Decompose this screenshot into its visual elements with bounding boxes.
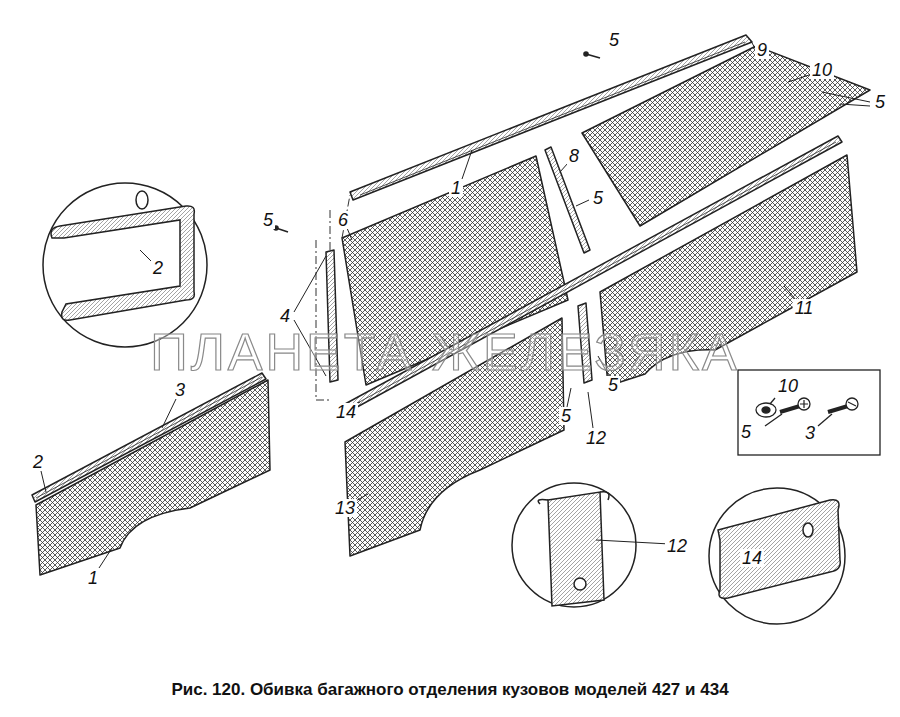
callout-number: 10 bbox=[810, 61, 834, 79]
callout-number: 3 bbox=[803, 424, 817, 442]
callout-number: 12 bbox=[665, 537, 689, 555]
callout-number: 12 bbox=[584, 429, 608, 447]
callout-number: 14 bbox=[334, 403, 358, 421]
callout-number: 10 bbox=[776, 377, 800, 395]
callout-number: 5 bbox=[591, 189, 605, 207]
callout-number: 2 bbox=[151, 259, 165, 277]
callout-number: 4 bbox=[278, 307, 292, 325]
callout-number: 8 bbox=[567, 147, 581, 165]
callout-number: 5 bbox=[607, 31, 621, 49]
callout-number: 5 bbox=[606, 376, 620, 394]
callout-number: 5 bbox=[873, 93, 887, 111]
figure-caption: Рис. 120. Обивка багажного отделения куз… bbox=[171, 680, 728, 700]
callout-number: 1 bbox=[449, 179, 463, 197]
callout-number: 14 bbox=[740, 549, 764, 567]
callout-number: 9 bbox=[755, 41, 769, 59]
callout-number: 5 bbox=[559, 407, 573, 425]
callout-number: 2 bbox=[31, 453, 45, 471]
callout-number: 3 bbox=[173, 381, 187, 399]
callout-number: 6 bbox=[336, 211, 350, 229]
callout-number: 5 bbox=[261, 211, 275, 229]
callout-number: 1 bbox=[86, 569, 100, 587]
watermark: ПЛАНЕТА ЖЕЛЕЗЯКА bbox=[150, 326, 739, 378]
callout-number: 5 bbox=[739, 423, 753, 441]
callout-number: 13 bbox=[333, 499, 357, 517]
callout-number: 11 bbox=[793, 299, 816, 317]
